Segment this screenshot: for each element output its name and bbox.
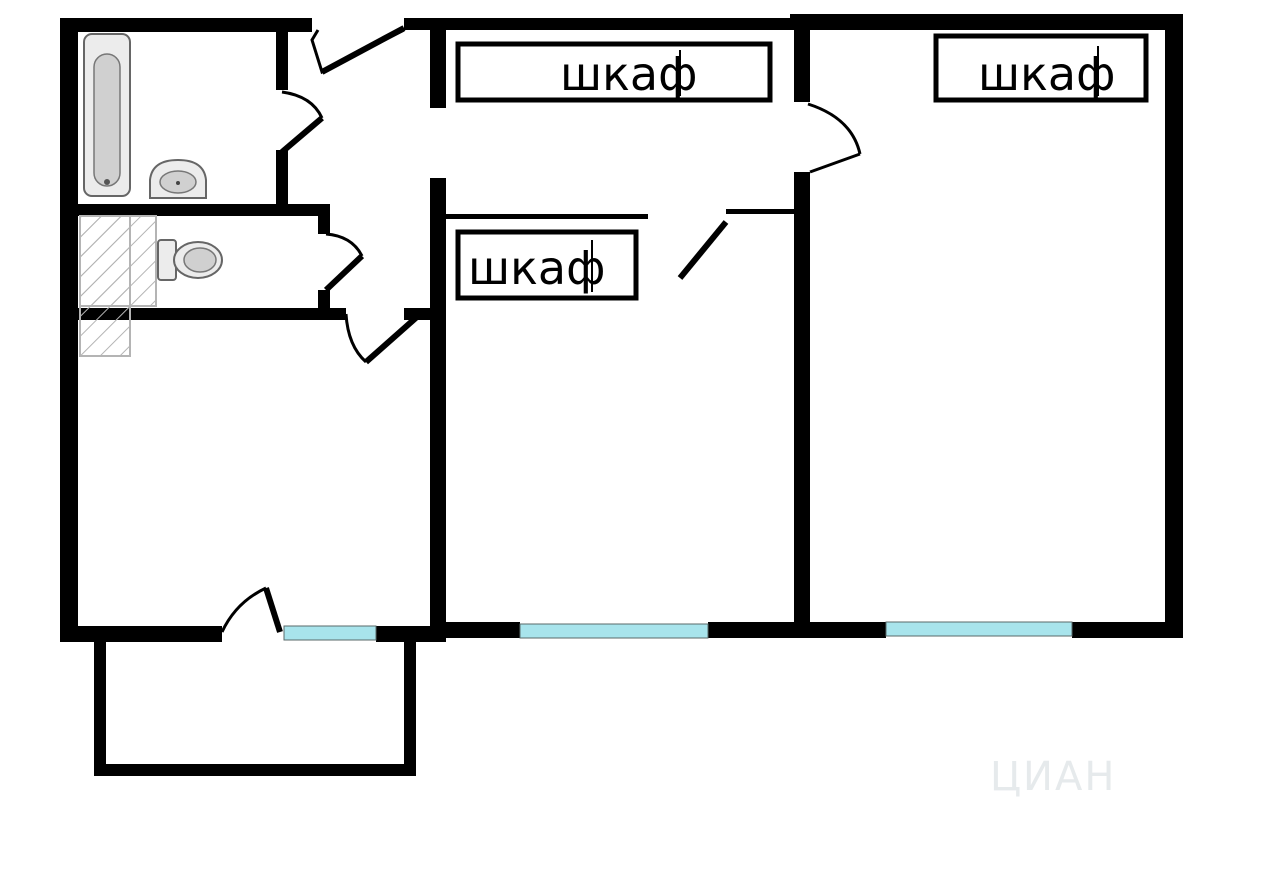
wall-room1-room2-lower <box>794 172 810 638</box>
door-balcony-leaf <box>263 587 283 633</box>
door-bathroom-leaf <box>280 115 324 155</box>
bathtub-inner <box>93 53 121 187</box>
wall-top-middle <box>404 18 790 30</box>
windows <box>283 621 1073 641</box>
balcony <box>94 640 416 776</box>
wardrobe-label: шкаф <box>978 47 1115 101</box>
door-entrance-leaf <box>320 25 406 75</box>
window-room1 <box>519 623 709 639</box>
wall-toilet-right <box>318 204 330 234</box>
wall-kitchen-room1 <box>430 30 446 108</box>
wall-toilet-bottom <box>72 308 346 320</box>
toilet-seat <box>183 247 217 273</box>
watermark: ЦИАН <box>990 754 1116 800</box>
balcony-left-wall <box>94 640 106 776</box>
wall-kitchen-room1-lower <box>430 178 446 638</box>
door-bathroom-arc <box>281 90 324 119</box>
wardrobe-label: шкаф <box>468 241 605 295</box>
wall-bottom-room2-left <box>796 622 886 638</box>
door-room2-arc <box>807 102 862 155</box>
wardrobe-box <box>933 33 1149 103</box>
balcony-bottom-wall <box>94 764 416 776</box>
wall-bottom-kitchen-left <box>60 626 222 642</box>
wall-bottom-room1-right <box>708 622 808 638</box>
wall-room1-partition-left <box>446 214 648 219</box>
door-kitchen-arc <box>344 313 368 364</box>
wall-bottom-kitchen-right <box>376 626 446 642</box>
wardrobe-room1-mid: шкаф <box>455 229 639 301</box>
wall-kitchen-top-right <box>404 308 438 320</box>
wardrobe-label: шкаф <box>560 47 697 101</box>
sink-drain <box>176 181 180 185</box>
wardrobe-box <box>455 41 773 103</box>
door-toilet-arc <box>325 232 364 257</box>
wall-room1-room2-top <box>794 20 810 102</box>
wall-top-right <box>790 14 1182 30</box>
walls <box>60 14 1183 642</box>
wall-bottom-room1-left <box>436 622 520 638</box>
door-room1-leaf <box>677 220 729 280</box>
wardrobe-box <box>455 229 639 301</box>
door-room2-leaf <box>809 152 861 174</box>
wall-bottom-room2-right <box>1072 622 1182 638</box>
door-kitchen-leaf <box>364 313 420 365</box>
window-room2 <box>885 621 1073 637</box>
shaft-upper <box>79 215 157 307</box>
wall-top-bathroom <box>60 18 312 32</box>
wall-room1-partition-post <box>436 195 444 215</box>
wall-bathroom-bottom <box>72 204 328 216</box>
door-toilet-leaf <box>323 253 365 293</box>
fixtures <box>83 33 223 281</box>
wardrobe-room1-top: шкаф <box>455 41 773 103</box>
doors <box>220 25 862 633</box>
wall-room1-partition-right <box>726 209 796 214</box>
bathtub-drain <box>104 179 110 185</box>
window-kitchen <box>283 625 377 641</box>
wall-right <box>1165 14 1183 638</box>
wall-bathroom-right <box>276 30 288 90</box>
wall-left <box>60 18 78 642</box>
wall-bathroom-right-lower <box>276 150 288 208</box>
door-balcony-arc <box>220 586 267 633</box>
wardrobe-room2: шкаф <box>933 33 1149 103</box>
balcony-right-wall <box>404 640 416 776</box>
